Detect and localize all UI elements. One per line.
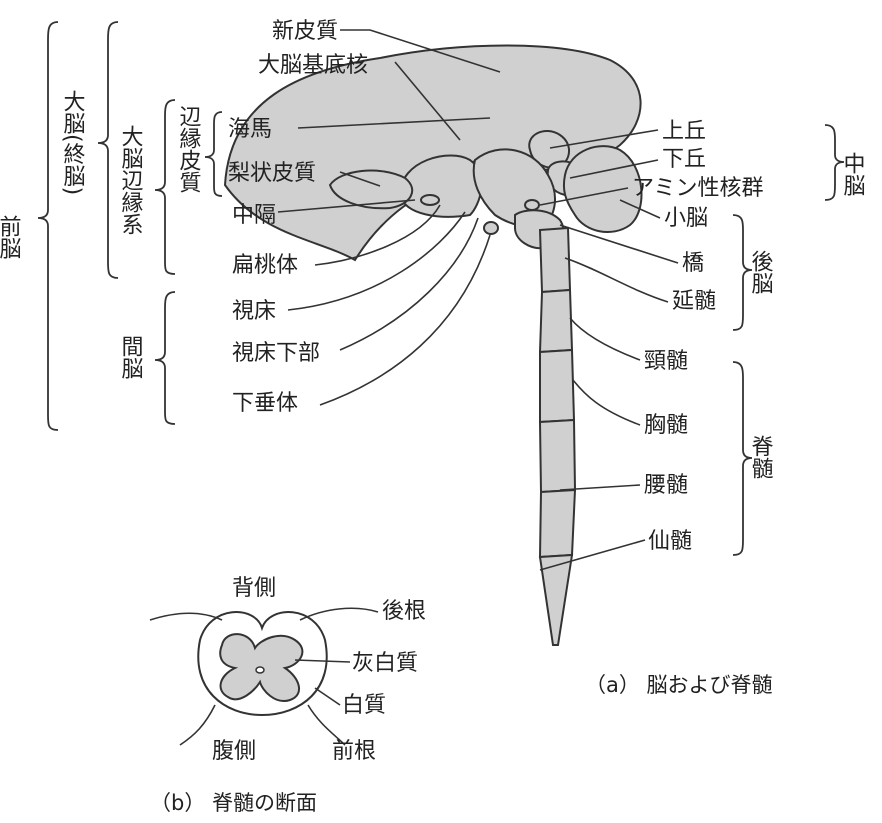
label-cervical: 頸髄 bbox=[644, 349, 688, 374]
cerebellum-shape bbox=[564, 146, 642, 232]
aqueduct-shape bbox=[525, 200, 539, 210]
label-dorsal-root: 後根 bbox=[382, 599, 426, 624]
brace-diencephalon bbox=[155, 292, 175, 424]
sacral-shape bbox=[540, 490, 575, 557]
label-hypothalamus: 視床下部 bbox=[232, 341, 320, 366]
pituitary-shape bbox=[484, 222, 498, 234]
cross-section-illustration bbox=[150, 608, 378, 745]
amygdala-shape bbox=[421, 195, 439, 205]
brace-limbic-system bbox=[155, 100, 175, 274]
thoracic-shape bbox=[540, 350, 574, 422]
label-amygdala: 扁桃体 bbox=[232, 253, 298, 278]
label-inferior-colliculus: 下丘 bbox=[662, 147, 706, 172]
leader-white-matter bbox=[315, 688, 340, 705]
label-hippocampus: 海馬 bbox=[228, 117, 272, 142]
label-gray-matter: 灰白質 bbox=[352, 651, 418, 676]
label-lumbar: 腰髄 bbox=[644, 473, 688, 498]
group-midbrain: 中脳 bbox=[840, 152, 866, 196]
group-limbic-cortex: 辺縁皮質 bbox=[176, 105, 202, 193]
label-pituitary: 下垂体 bbox=[232, 391, 298, 416]
dorsal-root-right bbox=[300, 608, 378, 620]
caption-a: （a） 脳および脊髄 bbox=[585, 673, 773, 697]
group-forebrain: 前脳 bbox=[0, 215, 22, 259]
spinal-cord-illustration bbox=[540, 228, 575, 645]
brace-forebrain bbox=[38, 22, 58, 430]
brace-limbic-cortex bbox=[205, 112, 222, 196]
label-white-matter: 白質 bbox=[342, 693, 386, 718]
label-thalamus: 視床 bbox=[232, 299, 276, 324]
ventral-root-left bbox=[180, 705, 215, 745]
label-pons: 橋 bbox=[682, 251, 704, 276]
dorsal-root-left bbox=[150, 613, 222, 620]
label-monoamine-nuclei: アミン性核群 bbox=[632, 176, 764, 201]
brace-cerebrum bbox=[98, 22, 118, 278]
label-neocortex: 新皮質 bbox=[272, 19, 338, 44]
label-cerebellum: 小脳 bbox=[664, 206, 708, 231]
label-sacral: 仙髄 bbox=[648, 529, 692, 554]
label-ventral: 腹側 bbox=[212, 739, 256, 764]
lumbar-shape bbox=[540, 420, 575, 492]
label-medulla: 延髄 bbox=[672, 289, 716, 314]
group-limbic-system: 大脳辺縁系 bbox=[118, 125, 144, 235]
central-canal-shape bbox=[256, 667, 264, 673]
label-thoracic: 胸髄 bbox=[644, 413, 688, 438]
group-spinal-cord: 脊髄 bbox=[748, 435, 774, 479]
medulla-shape bbox=[540, 228, 570, 292]
group-hindbrain: 後脳 bbox=[748, 250, 774, 294]
leader-cervical bbox=[570, 318, 640, 360]
label-piriform-cortex: 梨状皮質 bbox=[228, 161, 316, 186]
group-cerebrum: 大脳(終脳) bbox=[60, 90, 86, 195]
label-septum: 中隔 bbox=[232, 203, 276, 228]
label-superior-colliculus: 上丘 bbox=[662, 119, 706, 144]
label-ventral-root: 前根 bbox=[332, 739, 376, 764]
label-dorsal: 背側 bbox=[232, 576, 276, 601]
caption-b: （b） 脊髄の断面 bbox=[150, 791, 317, 815]
group-diencephalon: 間脳 bbox=[118, 335, 144, 379]
cervical-shape bbox=[540, 290, 572, 352]
leader-thoracic bbox=[573, 380, 640, 425]
label-basal-ganglia: 大脳基底核 bbox=[258, 53, 368, 78]
leader-medulla bbox=[565, 258, 668, 302]
